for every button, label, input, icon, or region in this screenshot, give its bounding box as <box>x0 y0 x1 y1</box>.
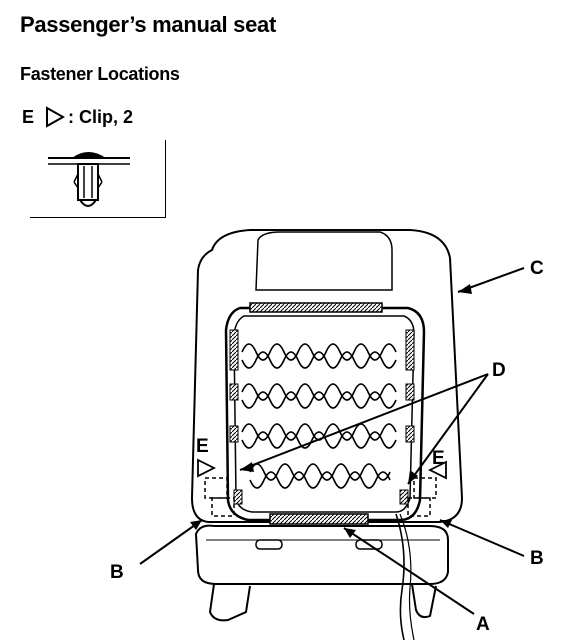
clip-detail-inset <box>30 140 166 218</box>
clip-marker-right <box>427 460 447 480</box>
legend-text: : Clip, 2 <box>68 106 134 127</box>
callout-d: D <box>492 360 506 381</box>
arrow-heads <box>190 284 472 538</box>
callout-e-left: E <box>196 436 209 457</box>
seat-springs <box>241 343 397 489</box>
triangle-outline-icon <box>46 106 66 128</box>
clip-location-right <box>413 477 437 499</box>
seat-cushion <box>194 524 449 585</box>
seat-back-cover <box>190 229 464 523</box>
headrest-area <box>255 231 393 291</box>
callout-c: C <box>530 258 544 279</box>
bottom-fastener-strip-a <box>269 513 369 525</box>
callout-a: A <box>476 614 490 635</box>
clip-location-left <box>204 477 228 499</box>
callout-b-right: B <box>530 548 544 569</box>
clip-icon <box>48 152 130 207</box>
callout-b-left: B <box>110 562 124 583</box>
top-fastener-strip <box>249 302 383 313</box>
clip-marker-left <box>197 458 217 478</box>
leader-lines <box>139 267 525 615</box>
legend-letter: E <box>22 106 35 127</box>
fastener-legend: E : Clip, 2 <box>22 106 133 128</box>
callout-e-right: E <box>432 448 445 469</box>
page-title: Passenger’s manual seat <box>20 12 277 37</box>
seat-frame <box>224 306 426 522</box>
section-title: Fastener Locations <box>20 64 180 84</box>
